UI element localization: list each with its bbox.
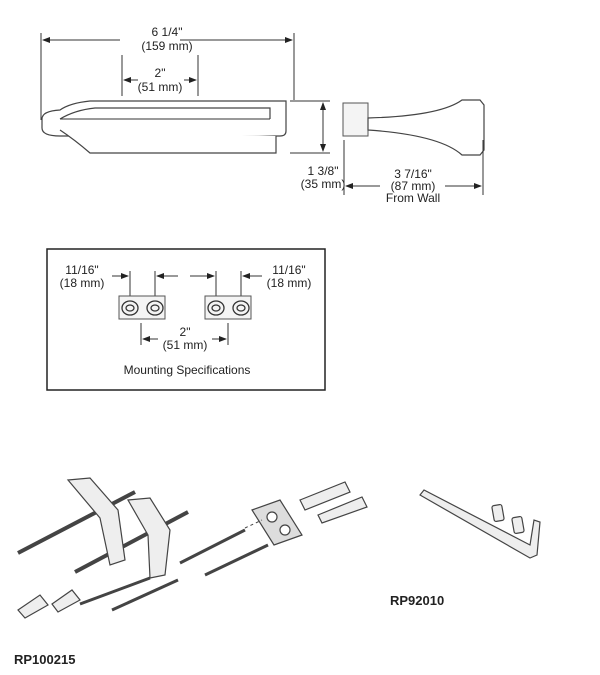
center-mm: (51 mm)	[163, 338, 208, 352]
center-in: 2"	[180, 325, 191, 339]
overall-length-in: 6 1/4"	[152, 25, 183, 39]
projection-mm: (87 mm)	[391, 179, 436, 193]
projection-note: From Wall	[386, 191, 440, 205]
side-view: 3 7/16" (87 mm) From Wall	[342, 99, 485, 205]
slot-length-mm: (51 mm)	[138, 80, 183, 94]
right-offset-mm: (18 mm)	[267, 276, 312, 290]
height-mm: (35 mm)	[301, 177, 346, 191]
front-view: 6 1/4" (159 mm) 2" (51 mm) 1 3/8" (35 mm…	[40, 25, 346, 191]
left-offset-mm: (18 mm)	[60, 276, 105, 290]
mounting-specifications: 11/16" (18 mm) 11/16" (18 mm) 2" (51 mm)…	[46, 248, 326, 391]
hardware-kit-illustration	[17, 477, 368, 619]
wrench-kit-illustration	[419, 489, 541, 559]
projection-in: 3 7/16"	[394, 167, 432, 181]
hardware-kit-label: RP100215	[14, 652, 75, 667]
height-in: 1 3/8"	[308, 164, 339, 178]
slot-length-in: 2"	[155, 66, 166, 80]
right-offset-in: 11/16"	[272, 263, 305, 277]
overall-length-mm: (159 mm)	[141, 39, 192, 53]
left-offset-in: 11/16"	[65, 263, 98, 277]
wrench-kit-label: RP92010	[390, 593, 444, 608]
mounting-title: Mounting Specifications	[124, 363, 251, 377]
